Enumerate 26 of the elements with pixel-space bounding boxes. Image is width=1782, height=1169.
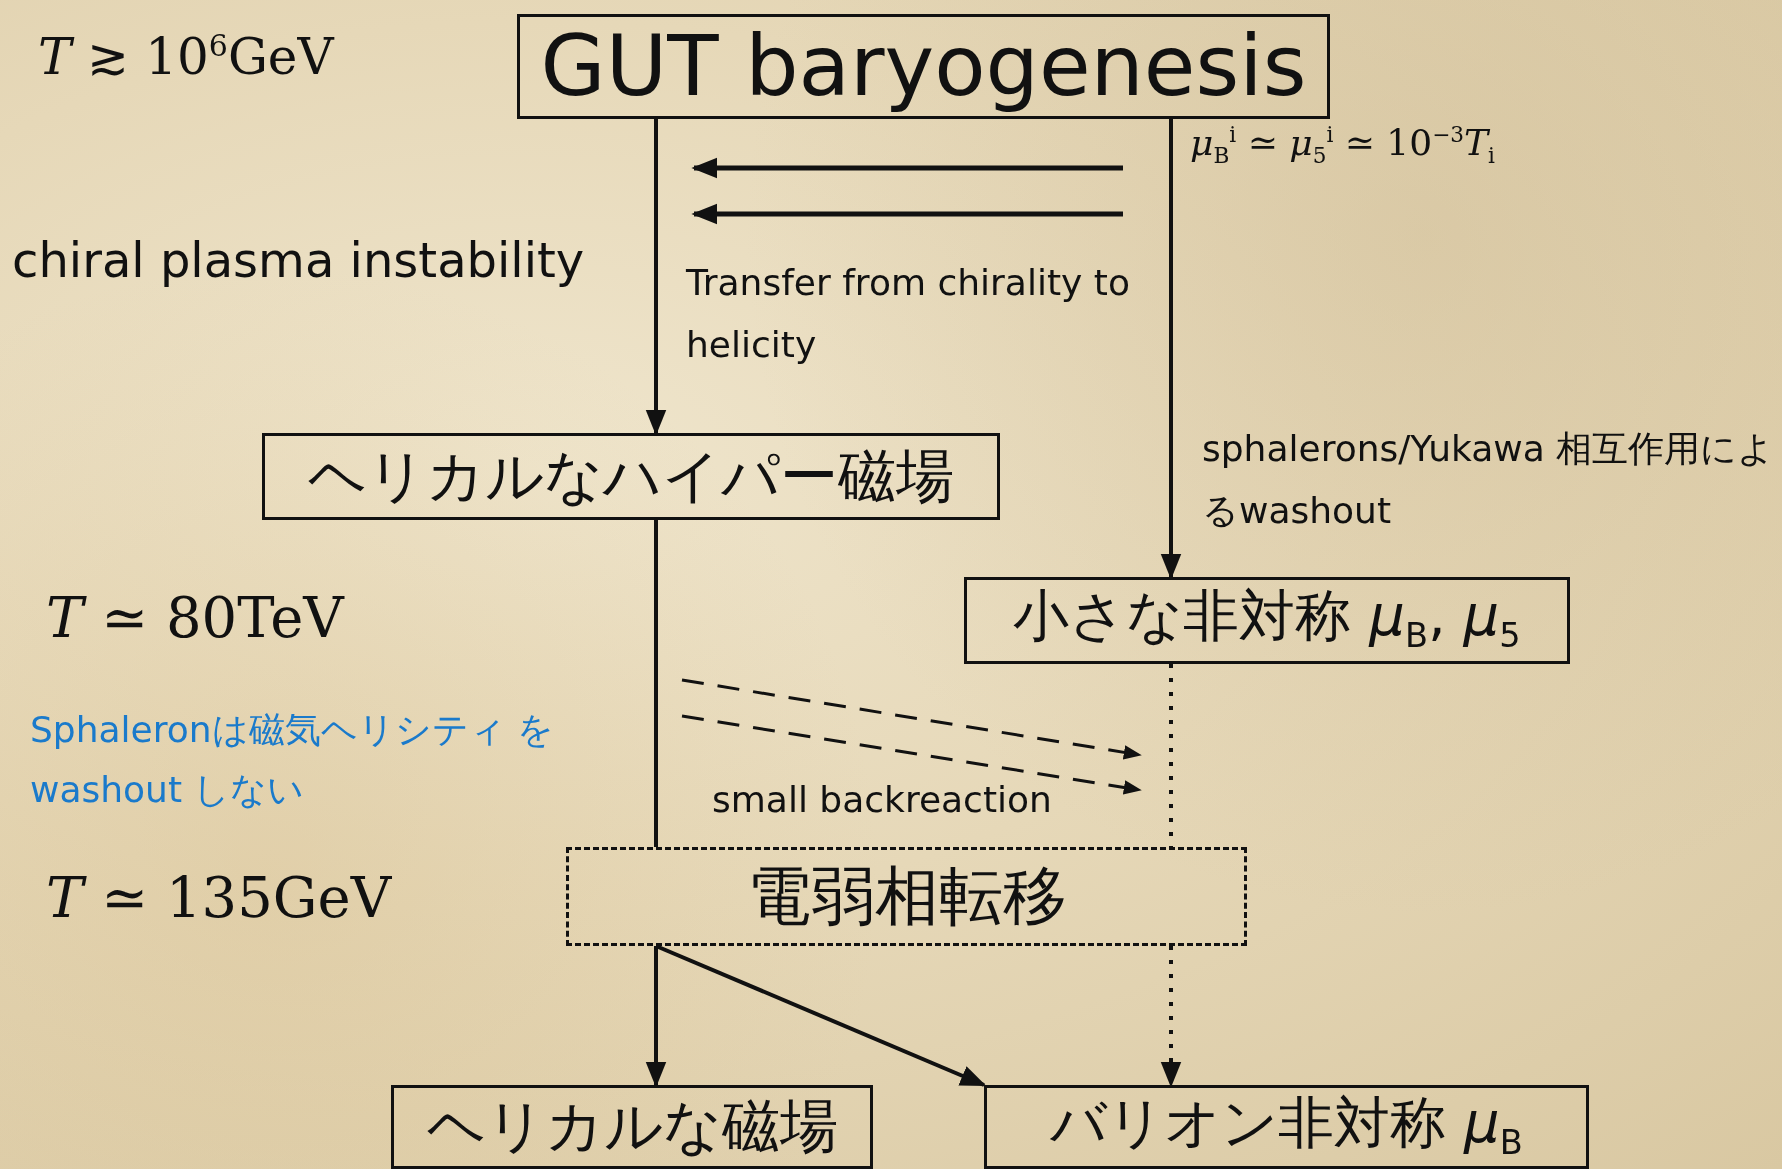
process-box — [262, 433, 1000, 520]
annotation-text: Transfer from chirality to helicity — [686, 261, 1131, 367]
process-box — [984, 1085, 1589, 1169]
arrow — [1160, 119, 1182, 580]
dashed-box — [566, 847, 1247, 946]
box-text: GUT baryogenesis — [540, 20, 1307, 113]
process-box — [517, 14, 1330, 119]
box-text: 電弱相転移 — [746, 861, 1067, 932]
box-text: ヘリカルな磁場 — [426, 1095, 838, 1159]
temperature-label: T ≃ 80TeV — [46, 584, 346, 652]
box-text: ヘリカルなハイパー磁場 — [308, 444, 954, 509]
process-box — [964, 577, 1570, 664]
temperature-label: T ≳ 10$^{6}$GeV — [38, 27, 336, 88]
annotation-text: Sphaleronは磁気ヘリシティ を washout しない — [30, 708, 556, 813]
arrow — [645, 119, 667, 436]
annotation-text: sphalerons/Yukawa 相互作用によるwashout — [1202, 427, 1776, 533]
arrow — [1160, 946, 1182, 1088]
temperature-label: T ≃ 135GeV — [46, 864, 393, 932]
temperature-label: μ$_{B}$$^{i}$ ≃ μ$_{5}$$^{i}$ ≃ 10$^{−3}$T$_{i}$ — [1190, 121, 1496, 171]
annotation-text: chiral plasma instability — [12, 232, 586, 290]
arrow — [645, 946, 667, 1088]
annotation-text: small backreaction — [712, 778, 1053, 822]
box-text: 小さな非対称 μ$_{B}$, μ$_{5}$ — [1013, 585, 1521, 656]
box-text: バリオン非対称 μ$_{B}$ — [1050, 1091, 1523, 1163]
arrow — [655, 944, 987, 1087]
process-box — [391, 1085, 873, 1169]
